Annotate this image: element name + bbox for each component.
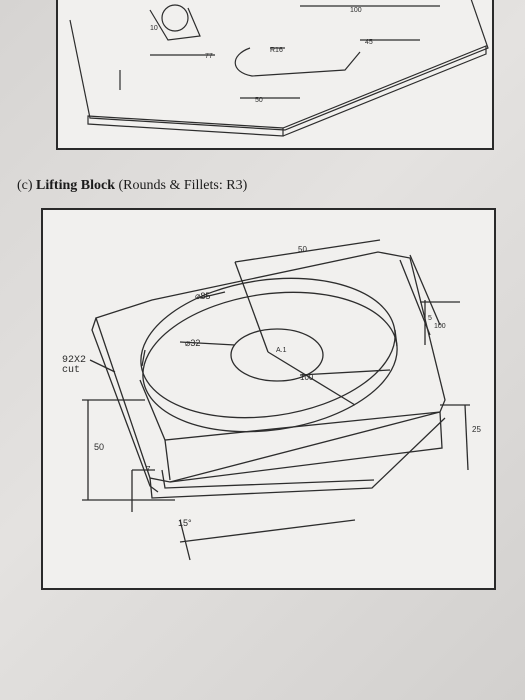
caption-prefix: (c) (17, 178, 33, 193)
lifting-block-frame (41, 208, 496, 590)
inner-hole (230, 328, 324, 382)
dim-step: 7 (146, 465, 151, 474)
body-top-edge (139, 379, 441, 441)
cut-note-line2: cut (62, 365, 80, 376)
dim-center-len: 100 (300, 373, 314, 382)
dim-angle: 15° (178, 518, 192, 528)
top-dim-10: 10 (150, 25, 158, 32)
dim-right-len: 100 (434, 323, 446, 330)
body-left-vertical (164, 439, 171, 481)
top-dim-100: 100 (350, 7, 362, 14)
top-boss-hole (161, 4, 189, 32)
outer-boss (140, 277, 396, 419)
outer-boss-lower (142, 291, 398, 433)
caption-note: (Rounds & Fillets: R3) (118, 178, 248, 193)
dim-height-right: 25 (472, 425, 481, 434)
top-plate-outline (69, 0, 489, 131)
plate-front-fillet (161, 469, 375, 489)
dim-top-width: 50 (298, 245, 307, 254)
plate-left-edge (91, 317, 159, 493)
dim-height-left: 50 (94, 442, 104, 452)
body-bottom-edge (169, 411, 443, 483)
top-dim-45: 45 (365, 39, 373, 46)
top-boss (149, 7, 201, 41)
figure-caption: (c) Lifting Block (Rounds & Fillets: R3) (17, 178, 247, 194)
dim-right-small: 5 (428, 315, 432, 322)
cut-note-line1: 92X2 (62, 355, 86, 366)
dim-line-50 (234, 239, 381, 263)
dim-line-100 (299, 369, 391, 376)
top-dim-77: 77 (205, 53, 213, 60)
plate-front-edge (149, 417, 446, 499)
top-dim-r16: R16 (270, 47, 283, 54)
dim-outer-diameter: ⌀85 (195, 291, 210, 301)
hole-label: A.1 (276, 347, 287, 354)
caption-title: Lifting Block (36, 178, 116, 193)
top-plate-side (282, 45, 487, 137)
top-dim-50: 50 (255, 97, 263, 104)
dim-inner-diameter: ⌀32 (185, 338, 200, 348)
plate-top-face (95, 251, 446, 483)
top-slot (234, 47, 361, 77)
